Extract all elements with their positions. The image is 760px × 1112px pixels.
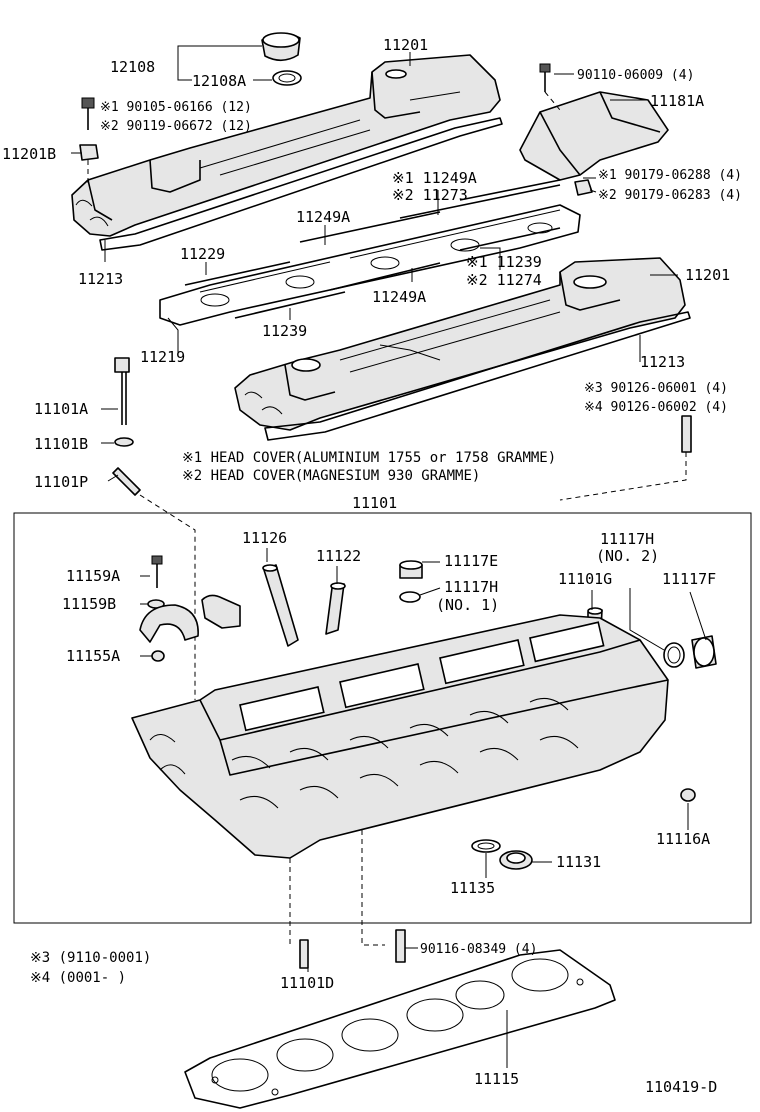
head-cover-rear: [71, 54, 501, 237]
label-11101: 11101: [352, 494, 397, 512]
label-11101A: 11101A: [34, 400, 88, 418]
label-11213-left: 11213: [78, 270, 123, 288]
gasket-11117H-no2: [663, 642, 685, 668]
label-11274-s2: ※2 11274: [466, 271, 542, 289]
plug-11117E: [399, 560, 423, 579]
label-11201B: 11201B: [2, 145, 56, 163]
label-90110: 90110-06009 (4): [577, 68, 694, 83]
head-cover-grommet-11201B: [79, 144, 99, 185]
head-cover-gasket-rear: [99, 117, 503, 251]
cylinder-head-box: [13, 512, 752, 924]
label-90179b: ※2 90179-06283 (4): [598, 188, 742, 203]
label-11249A-low: 11249A: [372, 288, 426, 306]
cylinder-head-casting: [131, 614, 669, 946]
label-11101B: 11101B: [34, 435, 88, 453]
label-11135: 11135: [450, 879, 495, 897]
stud-11101D: [299, 939, 309, 969]
seal-11116A: [680, 788, 696, 802]
label-11181A: 11181A: [650, 92, 704, 110]
label-12108: 12108: [110, 58, 155, 76]
gasket-11117H-no1: [399, 591, 421, 603]
label-11229: 11229: [180, 245, 225, 263]
head-cover-front: [234, 257, 686, 431]
label-11117H-no2: 11117H: [600, 530, 654, 548]
seal-11135: [471, 839, 501, 853]
label-11117H-no1-sub: (NO. 1): [436, 596, 499, 614]
label-90126a: ※3 90126-06001 (4): [584, 381, 728, 396]
label-11213-right: 11213: [640, 353, 685, 371]
label-90116: 90116-08349 (4): [420, 942, 537, 957]
valve-guide-11126: [262, 564, 299, 647]
notes: ※1 HEAD COVER(ALUMINIUM 1755 or 1758 GRA…: [30, 450, 556, 986]
label-11273-s2: ※2 11273: [392, 186, 468, 204]
stud-90126: [559, 415, 692, 501]
label-90179a: ※1 90179-06288 (4): [598, 168, 742, 183]
label-11122: 11122: [316, 547, 361, 565]
label-11101P: 11101P: [34, 473, 88, 491]
head-gasket-11115: [184, 949, 616, 1109]
plug-11117F: [691, 635, 717, 669]
label-12108A: 12108A: [192, 72, 246, 90]
label-11115: 11115: [474, 1070, 519, 1088]
label-90105: ※1 90105-06166 (12): [100, 100, 252, 115]
label-11159A: 11159A: [66, 567, 120, 585]
head-bolt-11101A: [114, 357, 130, 425]
label-11101G: 11101G: [558, 570, 612, 588]
washer-11101B: [114, 437, 134, 447]
label-11249A-s1: ※1 11249A: [392, 169, 477, 187]
pin-11101P: [112, 467, 196, 700]
label-11239-s1: ※1 11239: [466, 253, 542, 271]
label-11101D: 11101D: [280, 974, 334, 992]
bearing-cap-11155: [139, 594, 241, 662]
note-head-cover-2: ※2 HEAD COVER(MAGNESIUM 930 GRAMME): [182, 468, 480, 484]
figure-id: 110419-D: [645, 1078, 717, 1096]
label-11117H-no1: 11117H: [444, 578, 498, 596]
label-11155A: 11155A: [66, 647, 120, 665]
gasket-plate-11219: [159, 179, 581, 326]
head-cover-gasket-front: [264, 311, 691, 441]
label-11159B: 11159B: [62, 595, 116, 613]
part-labels: 12108 12108A 11201 90110-06009 (4) 11181…: [2, 36, 742, 1096]
label-11117F: 11117F: [662, 570, 716, 588]
note-serial-4: ※4 (0001- ): [30, 970, 126, 986]
label-11239-low: 11239: [262, 322, 307, 340]
label-11117E: 11117E: [444, 552, 498, 570]
bolt-11159A: [151, 555, 163, 588]
note-serial-3: ※3 (9110-0001): [30, 950, 151, 966]
label-11117H-no2-sub: (NO. 2): [596, 547, 659, 565]
label-11126: 11126: [242, 529, 287, 547]
label-90119: ※2 90119-06672 (12): [100, 119, 252, 134]
seal-11131: [499, 850, 533, 870]
head-cover-bolt: [81, 97, 95, 130]
label-11219: 11219: [140, 348, 185, 366]
label-11201-right: 11201: [685, 266, 730, 284]
label-11131: 11131: [556, 853, 601, 871]
stud-90116: [395, 929, 406, 963]
leader-lines: [71, 45, 707, 1068]
label-11249A-mid: 11249A: [296, 208, 350, 226]
spark-plug-cover-11181A: [519, 63, 669, 196]
oil-filler-cap: [261, 32, 301, 62]
label-11116A: 11116A: [656, 830, 710, 848]
label-90126b: ※4 90126-06002 (4): [584, 400, 728, 415]
note-head-cover-1: ※1 HEAD COVER(ALUMINIUM 1755 or 1758 GRA…: [182, 450, 556, 466]
oil-filler-cap-gasket: [272, 70, 302, 86]
valve-guide-11122: [325, 582, 346, 635]
label-11201-top: 11201: [383, 36, 428, 54]
